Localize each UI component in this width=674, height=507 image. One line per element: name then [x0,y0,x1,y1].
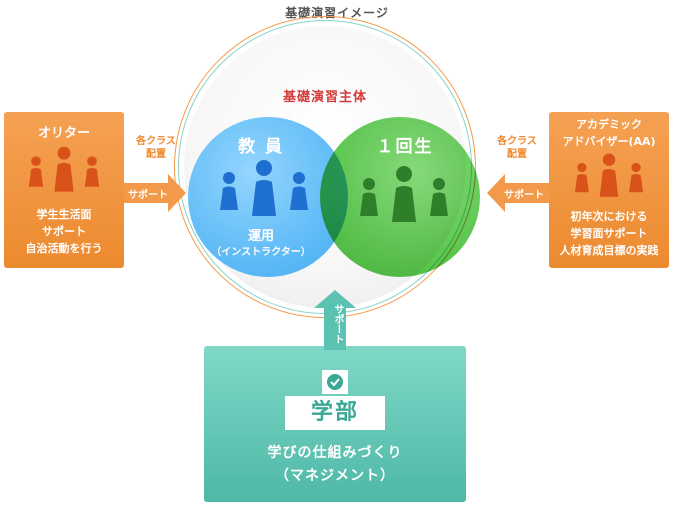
left-arrow-label: 各クラス 配置 [136,136,176,160]
teacher-role-note: （インストラクター） [211,247,311,258]
teacher-title: 教 員 [238,137,284,157]
left-arrow-text: サポート [128,190,168,201]
aa-title-2: アドバイザー(AA) [562,135,656,148]
check-icon [322,370,348,394]
faculty-label: 学部 [285,396,385,430]
oriter-desc-3: 自治活動を行う [25,242,103,255]
oriter-desc-1: 学生生活面 [36,208,92,221]
student-people-icon [360,166,448,222]
aa-desc-3: 人材育成目標の実践 [559,244,659,257]
teacher-people-icon [220,160,308,216]
oriter-title: オリター [37,126,90,141]
aa-desc-1: 初年次における [570,210,648,223]
right-arrow-text: サポート [504,190,544,201]
main-subject-label: 基礎演習主体 [282,90,367,105]
aa-desc-2: 学習面サポート [570,227,648,240]
oriter-people-icon [28,146,100,192]
aa-title-1: アカデミック [576,118,642,131]
up-arrow-icon [314,290,356,350]
student-title: １回生 [376,137,434,157]
aa-people-icon [574,153,644,197]
right-arrow-icon [487,174,549,212]
up-arrow-text: サポート [332,304,343,344]
faculty-line-2: （マネジメント） [275,468,395,484]
teacher-role: 運用 [247,229,274,244]
right-arrow-label: 各クラス 配置 [497,136,537,160]
oriter-desc-2: サポート [42,225,86,238]
left-arrow-icon [124,174,186,212]
faculty-line-1: 学びの仕組みづくり [267,445,403,461]
